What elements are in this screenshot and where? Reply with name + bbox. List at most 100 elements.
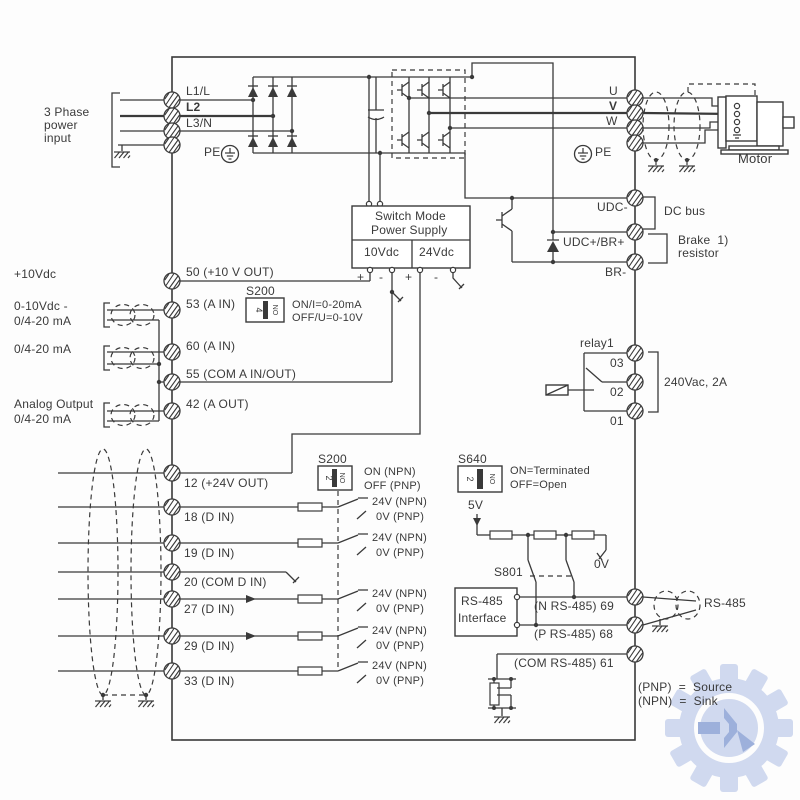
terminal-27: 27 (D IN) [184, 602, 235, 616]
terminal-pe-left: PE [204, 145, 221, 159]
s200-digital-label: S200 [318, 452, 347, 466]
shield-ground-icon [94, 700, 112, 708]
terminal-l2: L2 [186, 100, 201, 114]
s200-analog-off-line: OFF/U=0-10V [292, 312, 363, 324]
terminal-42: 42 (A OUT) [186, 397, 249, 411]
smps-24v-label: 24Vdc [419, 245, 455, 259]
terminal-29: 29 (D IN) [184, 639, 235, 653]
s640-off-line: OFF=Open [510, 479, 567, 491]
svg-text:2: 2 [324, 475, 334, 480]
smps-title-line2: Power Supply [371, 223, 448, 237]
terminal-18: 18 (D IN) [184, 510, 235, 524]
row29-npn: 24V (NPN) [372, 625, 427, 637]
terminal-u: U [609, 84, 618, 98]
input-ground-icon [113, 151, 131, 159]
brake-label-line2: resistor [678, 246, 719, 260]
row18-pnp: 0V (PNP) [376, 511, 425, 523]
terminal-19: 19 (D IN) [184, 546, 235, 560]
motor-icon [717, 95, 795, 155]
motor-cable-ground-icon [678, 165, 696, 173]
relay-terminal-02: 02 [610, 385, 624, 399]
dc-bus-label: DC bus [664, 204, 706, 218]
row27-npn: 24V (NPN) [372, 588, 427, 600]
analog-io: 4 ON [103, 297, 285, 428]
s200-analog-label: S200 [246, 284, 275, 298]
row29-pnp: 0V (PNP) [376, 640, 425, 652]
k-arrow-glyph [698, 708, 755, 752]
plus10-label: +10Vdc [14, 267, 57, 281]
terminal-61: (COM RS-485) 61 [514, 656, 614, 670]
rectifier [180, 77, 297, 153]
relay-output [545, 351, 659, 413]
input-label-line1: 3 Phase [44, 105, 90, 119]
v0-label: 0V [594, 557, 610, 571]
terminal-50: 50 (+10 V OUT) [186, 265, 274, 279]
power-input-wiring [111, 92, 240, 168]
terminal-br-minus: BR- [605, 265, 627, 279]
s801-label: S801 [494, 565, 523, 579]
svg-text:ON: ON [340, 473, 347, 484]
rs485-section: 2 ON [454, 465, 701, 724]
s200-digital-on-line: ON (NPN) [364, 466, 416, 478]
terminal-l1: L1/L [186, 84, 211, 98]
s640-switch-icon: 2 ON [457, 465, 503, 493]
smps-minus2: - [434, 270, 439, 284]
s640-label: S640 [458, 452, 487, 466]
motor-label: Motor [738, 151, 773, 166]
terminal-w: W [606, 114, 618, 128]
s200-digital-switch-icon: 2 ON [317, 465, 353, 491]
motor-cable-ground-icon [647, 165, 665, 173]
smps-minus1: - [379, 270, 384, 284]
legend-pnp: (PNP) = Source [638, 680, 733, 694]
terminal-69: (N RS-485) 69 [534, 599, 614, 613]
row33-npn: 24V (NPN) [372, 660, 427, 672]
brake-label-line1: Brake 1) [678, 233, 729, 247]
in53-label-line1: 0-10Vdc - [14, 299, 68, 313]
svg-text:ON: ON [273, 305, 280, 316]
rs485-iface-line2: Interface [458, 611, 507, 625]
shield-ground-icon [137, 700, 155, 708]
terminal-55: 55 (COM A IN/OUT) [186, 367, 297, 381]
terminal-pe-right: PE [595, 145, 612, 159]
rs485-ground-icon [651, 625, 669, 633]
smps-title-line1: Switch Mode [375, 209, 446, 223]
s640-on-line: ON=Terminated [510, 465, 590, 477]
smps-plus2: + [405, 270, 413, 284]
gear-logo-watermark [665, 664, 793, 792]
terminal-68: (P RS-485) 68 [534, 627, 614, 641]
out42-label-line1: Analog Output [14, 397, 94, 411]
rs485-cable-label: RS-485 [704, 596, 746, 610]
digital-io: 2 ON [58, 448, 368, 708]
terminal-20: 20 (COM D IN) [184, 575, 267, 589]
v5-label: 5V [468, 498, 484, 512]
motor-output [409, 83, 795, 173]
terminal-60: 60 (A IN) [186, 339, 236, 353]
terminal-12: 12 (+24V OUT) [184, 476, 269, 490]
switch-mode-power-supply [180, 205, 471, 474]
pe-left-icon [220, 144, 240, 164]
pe-right-icon [573, 144, 593, 164]
rs485-iface-line1: RS-485 [461, 594, 503, 608]
s200-digital-off-line: OFF (PNP) [364, 480, 421, 492]
in53-label-line2: 0/4-20 mA [14, 314, 72, 328]
input-label-line3: input [44, 131, 72, 145]
in60-label: 0/4-20 mA [14, 342, 72, 356]
relay-label: relay1 [580, 336, 614, 350]
rc-ground-icon [493, 716, 511, 724]
drive-enclosure [171, 56, 636, 741]
relay-rating-label: 240Vac, 2A [664, 375, 728, 389]
svg-text:ON: ON [490, 474, 497, 485]
s200-analog-on-line: ON/I=0-20mA [292, 299, 362, 311]
dc-bus-brake [464, 153, 668, 265]
row19-pnp: 0V (PNP) [376, 547, 425, 559]
row19-npn: 24V (NPN) [372, 532, 427, 544]
row33-pnp: 0V (PNP) [376, 675, 425, 687]
terminal-v: V [609, 99, 618, 113]
smps-plus1: + [357, 270, 365, 284]
terminal-53: 53 (A IN) [186, 297, 236, 311]
terminal-l3: L3/N [186, 116, 213, 130]
svg-text:4: 4 [254, 307, 264, 312]
s200-analog-switch-icon: 4 ON [245, 297, 285, 323]
